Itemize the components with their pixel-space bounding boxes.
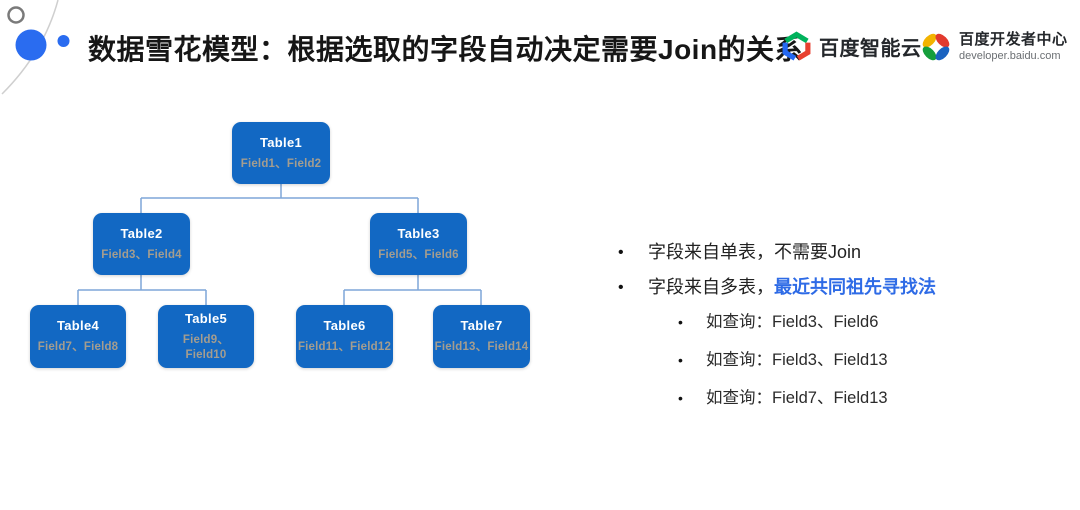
tree-node-table4: Table4 Field7、Field8	[30, 305, 126, 368]
decoration-small-dot	[57, 35, 70, 47]
tree-node-table5: Table5 Field9、 Field10	[158, 305, 254, 368]
node-fields: Field9、 Field10	[182, 334, 230, 361]
note-example-1: 如查询：Field3、Field6	[678, 310, 1068, 334]
note-multi-table: 字段来自多表，最近共同祖先寻找法	[618, 275, 1068, 300]
brand-baidu-developer-label: 百度开发者中心	[959, 30, 1068, 48]
tree-node-table6: Table6 Field11、Field12	[296, 305, 393, 368]
node-title: Table1	[259, 134, 303, 150]
brand-baidu-cloud-label: 百度智能云	[819, 38, 922, 60]
bullet-dot	[618, 275, 648, 300]
page-title: 数据雪花模型：根据选取的字段自动决定需要Join的关系	[88, 34, 804, 65]
bullet-dot	[678, 386, 706, 410]
node-title: Table4	[56, 318, 100, 334]
node-title: Table6	[323, 318, 366, 334]
note-single-table: 字段来自单表，不需要Join	[618, 240, 1068, 265]
decoration-ring	[7, 6, 25, 24]
tree-node-table3: Table3 Field5、Field6	[370, 213, 467, 275]
node-title: Table7	[460, 318, 503, 334]
note-example-2: 如查询：Field3、Field13	[678, 348, 1068, 372]
brand-baidu-cloud: 百度智能云	[781, 31, 922, 62]
node-title: Table2	[120, 225, 163, 241]
brand-baidu-developer-url: developer.baidu.com	[959, 50, 1061, 63]
baidu-developer-icon	[922, 33, 950, 61]
tree-node-table7: Table7 Field13、Field14	[433, 305, 530, 368]
note-example-3: 如查询：Field7、Field13	[678, 386, 1068, 410]
node-fields: Field3、Field4	[101, 248, 182, 261]
note-example-3-text: 如查询：Field7、Field13	[706, 389, 888, 407]
note-multi-table-prefix: 字段来自多表，	[648, 277, 774, 297]
node-title: Table3	[397, 225, 440, 241]
note-single-table-text: 字段来自单表，不需要Join	[648, 242, 862, 262]
node-fields: Field13、Field14	[434, 341, 529, 354]
note-example-2-text: 如查询：Field3、Field13	[706, 351, 888, 369]
bullet-dot	[678, 348, 706, 372]
node-title: Table5	[184, 311, 228, 327]
bullet-dot	[618, 240, 648, 265]
brand-baidu-developer: 百度开发者中心 developer.baidu.com	[920, 31, 1068, 63]
tree-node-table2: Table2 Field3、Field4	[93, 213, 190, 275]
bullet-dot	[678, 310, 706, 334]
notes-panel: 字段来自单表，不需要Join 字段来自多表，最近共同祖先寻找法 如查询：Fiel…	[618, 240, 1068, 424]
baidu-cloud-icon	[782, 31, 811, 61]
tree-connectors	[77, 184, 482, 305]
note-multi-table-highlight: 最近共同祖先寻找法	[774, 277, 936, 297]
note-multi-table-text: 字段来自多表，最近共同祖先寻找法	[648, 275, 936, 300]
decoration-circles	[1, 0, 70, 95]
node-fields: Field11、Field12	[297, 341, 392, 354]
decoration-big-dot	[15, 29, 47, 61]
node-fields: Field5、Field6	[378, 248, 459, 261]
note-example-1-text: 如查询：Field3、Field6	[706, 313, 879, 331]
tree-node-table1: Table1 Field1、Field2	[232, 122, 330, 184]
node-fields: Field7、Field8	[37, 341, 119, 354]
node-fields: Field1、Field2	[240, 157, 322, 170]
